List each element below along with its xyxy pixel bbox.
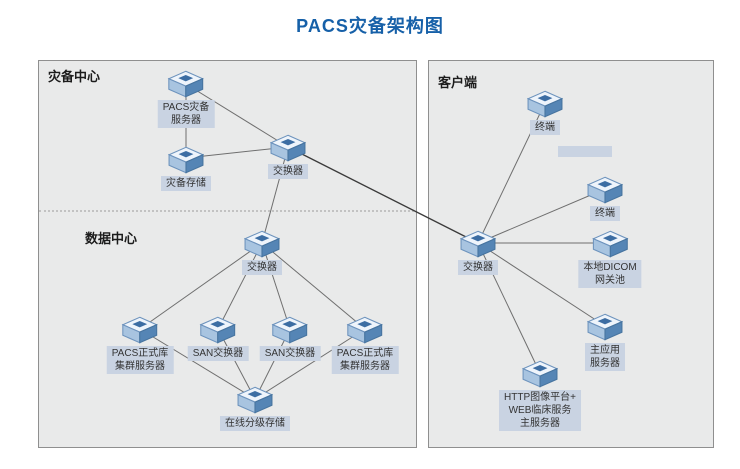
node-label: 终端 xyxy=(590,206,620,221)
server-icon xyxy=(522,360,558,388)
node-label: HTTP图像平台+ WEB临床服务 主服务器 xyxy=(499,390,581,431)
node-label: PACS灾备 服务器 xyxy=(157,100,215,128)
node-datacenter-switch: 交换器 xyxy=(242,230,282,275)
edge-line xyxy=(261,242,366,330)
section-label-client: 客户端 xyxy=(438,75,478,90)
edge-line xyxy=(261,242,291,330)
node-label: SAN交换器 xyxy=(187,346,249,361)
edge-line xyxy=(261,146,289,244)
node-label: 交换器 xyxy=(458,260,498,275)
edge-line xyxy=(217,242,263,330)
node-dr-switch: 交换器 xyxy=(268,134,308,179)
server-icon xyxy=(592,230,628,258)
node-local-dicom-gateway-pool: 本地DICOM 网关池 xyxy=(578,230,642,288)
node-terminal-2: 终端 xyxy=(587,176,623,221)
section-label-data-center: 数据中心 xyxy=(85,231,138,246)
switch-icon xyxy=(460,230,496,258)
node-label: 交换器 xyxy=(268,164,308,179)
node-online-tiered-storage: 在线分级存储 xyxy=(220,386,290,431)
terminal-icon xyxy=(527,90,563,118)
node-label: 主应用 服务器 xyxy=(585,343,625,371)
storage-icon xyxy=(168,146,204,174)
edge-line xyxy=(185,83,289,148)
storage-icon xyxy=(237,386,273,414)
terminal-icon xyxy=(587,176,623,204)
node-label: 灾备存储 xyxy=(161,176,211,191)
node-dr-storage: 灾备存储 xyxy=(161,146,211,191)
node-main-app-server: 主应用 服务器 xyxy=(585,313,625,371)
node-label: 交换器 xyxy=(242,260,282,275)
edge-line xyxy=(254,328,366,400)
switch-icon xyxy=(270,134,306,162)
section-divider xyxy=(39,210,414,212)
server-icon xyxy=(347,316,383,344)
node-san-switch-right: SAN交换器 xyxy=(259,316,321,361)
node-san-switch-left: SAN交换器 xyxy=(187,316,249,361)
server-icon xyxy=(587,313,623,341)
server-icon xyxy=(168,70,204,98)
switch-icon xyxy=(244,230,280,258)
node-pacs-prod-cluster-left: PACS正式库 集群服务器 xyxy=(106,316,174,374)
server-icon xyxy=(122,316,158,344)
node-label: 在线分级存储 xyxy=(220,416,290,431)
edge-line xyxy=(477,242,606,327)
node-label: PACS正式库 集群服务器 xyxy=(331,346,399,374)
blank-label-bar xyxy=(558,146,612,157)
node-label: 终端 xyxy=(530,120,560,135)
section-label-dr-center: 灾备中心 xyxy=(48,69,101,84)
edge-line xyxy=(477,188,606,244)
edge-line xyxy=(217,328,256,400)
node-label: PACS正式库 集群服务器 xyxy=(106,346,174,374)
diagram-title: PACS灾备架构图 xyxy=(296,16,444,36)
node-terminal-1: 终端 xyxy=(527,90,563,135)
node-label: SAN交换器 xyxy=(259,346,321,361)
node-pacs-dr-server: PACS灾备 服务器 xyxy=(157,70,215,128)
switch-icon xyxy=(200,316,236,344)
node-label: 本地DICOM 网关池 xyxy=(578,260,642,288)
node-client-switch: 交换器 xyxy=(458,230,498,275)
panel-left-datacenter xyxy=(38,60,417,448)
backbone-edge-line xyxy=(287,146,479,244)
edge-line xyxy=(139,328,256,400)
node-http-web-main-server: HTTP图像平台+ WEB临床服务 主服务器 xyxy=(499,360,581,431)
backbone-edge-group xyxy=(287,146,479,244)
switch-icon xyxy=(272,316,308,344)
edge-line xyxy=(139,242,263,330)
node-pacs-prod-cluster-right: PACS正式库 集群服务器 xyxy=(331,316,399,374)
